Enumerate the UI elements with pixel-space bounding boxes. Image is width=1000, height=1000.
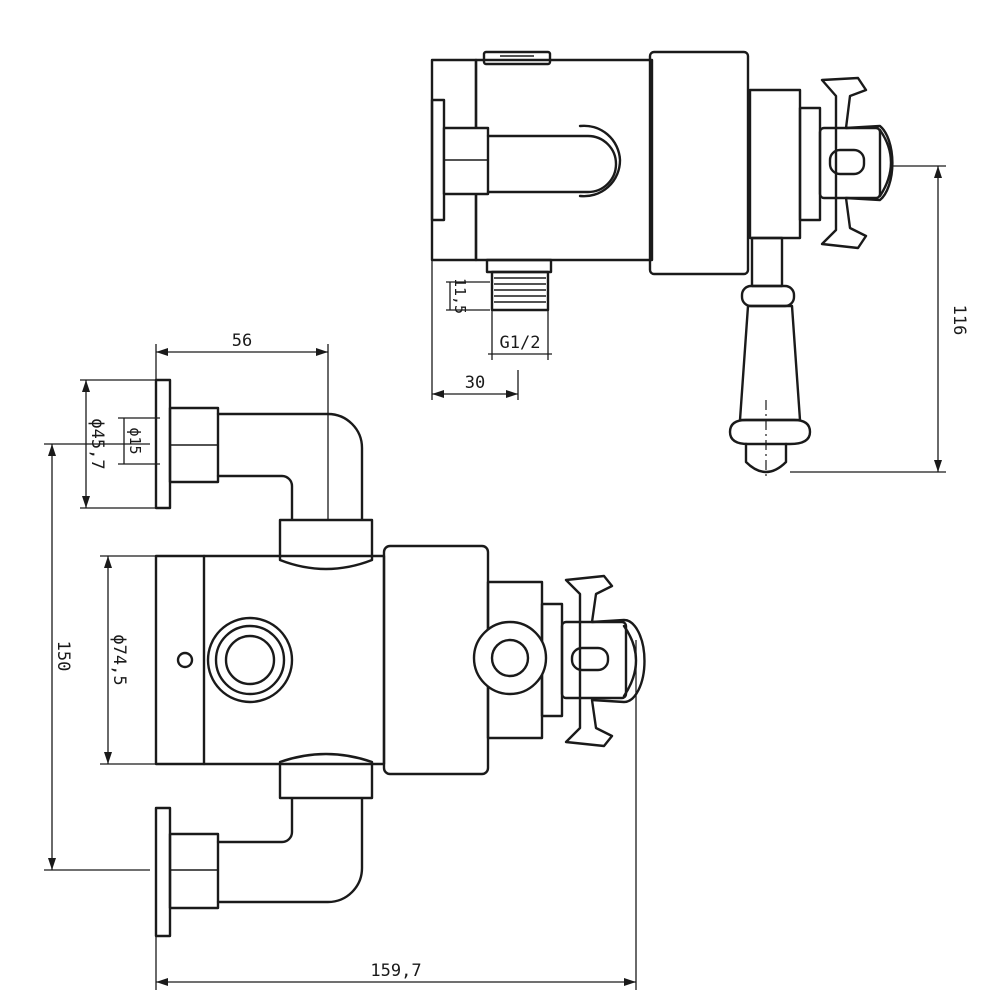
- dim-d74-5-label: ϕ74,5: [109, 634, 129, 685]
- top-inlet-nut: [442, 126, 490, 196]
- top-outlet-nut: [485, 258, 553, 274]
- upper-collar: [278, 518, 374, 571]
- top-view: 116 11,5 G1/2 30: [430, 50, 969, 478]
- top-valve-body: [748, 88, 802, 240]
- lower-collar: [278, 752, 374, 800]
- lower-flange: [154, 806, 172, 938]
- dim-30-label: 30: [465, 373, 485, 393]
- top-bend-pipe: [486, 134, 618, 194]
- front-screw: [176, 651, 194, 669]
- front-cross-handle: [564, 574, 646, 748]
- top-cartridge-housing: [648, 50, 750, 276]
- front-main-body: [154, 554, 386, 766]
- top-cross-handle: [820, 76, 894, 250]
- front-handle-indicator: [570, 646, 610, 672]
- front-cartridge-housing: [382, 544, 490, 776]
- front-outlet-ring-outer: [206, 616, 294, 704]
- dim-56-label: 56: [232, 331, 252, 351]
- dim-116-label: 116: [949, 305, 969, 336]
- dim-159-7-label: 159,7: [370, 961, 421, 981]
- top-lever-knob: [728, 418, 812, 446]
- top-main-body: [474, 58, 654, 262]
- top-handle-indicator: [828, 148, 866, 176]
- lower-inlet-nut: [168, 832, 220, 910]
- top-lever-handle: [738, 304, 802, 422]
- front-view: 56 ϕ45,7 ϕ15 150 ϕ74,5 159,7: [44, 331, 646, 990]
- top-lever-collar: [740, 284, 796, 308]
- top-outlet-thread: [490, 270, 550, 312]
- lower-inlet-pipe: [216, 796, 364, 904]
- front-outlet-ring-inner: [224, 634, 276, 686]
- top-lever-stem: [750, 236, 784, 288]
- upper-inlet-pipe: [216, 412, 364, 522]
- dim-g12-label: G1/2: [500, 333, 541, 353]
- front-lever-boss: [472, 620, 548, 696]
- top-nut: [482, 50, 552, 66]
- dim-d15-label: ϕ15: [126, 427, 144, 454]
- upper-flange: [154, 378, 172, 510]
- dim-150-label: 150: [53, 641, 73, 672]
- dim-11-5-label: 11,5: [451, 278, 469, 314]
